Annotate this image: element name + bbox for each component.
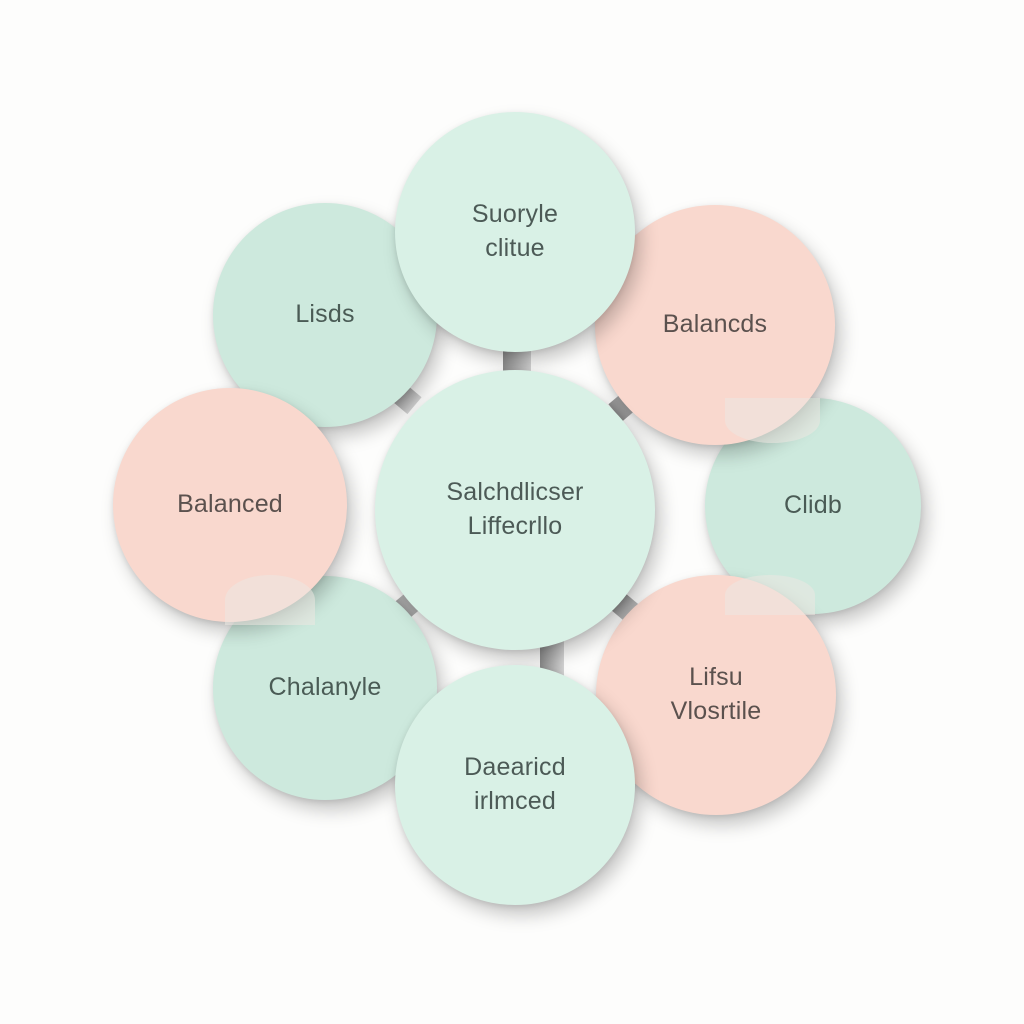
node-bottom-right[interactable]: Lifsu Vlosrtile [596,575,836,815]
center-label-line2: Liffecrllo [467,512,563,540]
node-label: Balancds [662,310,768,339]
node-label-line1: Suoryle [471,200,559,229]
node-top[interactable]: Suoryle clitue [395,112,635,352]
center-label-line1: Salchdlicser [446,478,584,507]
node-label-line1: Daearicd [464,753,566,782]
node-label: Chalanyle [268,673,382,702]
node-label-line1: Lifsu [689,663,743,692]
node-bottom[interactable]: Daearicd irlmced [395,665,635,905]
node-label: Clidb [784,491,842,520]
node-label: Lisds [295,300,355,329]
node-center[interactable]: Salchdlicser Liffecrllo [375,370,655,650]
node-label-line2: irlmced [474,787,556,815]
node-label-line2: clitue [485,234,545,262]
node-left[interactable]: Balanced [113,388,347,622]
node-label-line2: Vlosrtile [670,697,762,725]
node-label: Balanced [177,490,283,519]
